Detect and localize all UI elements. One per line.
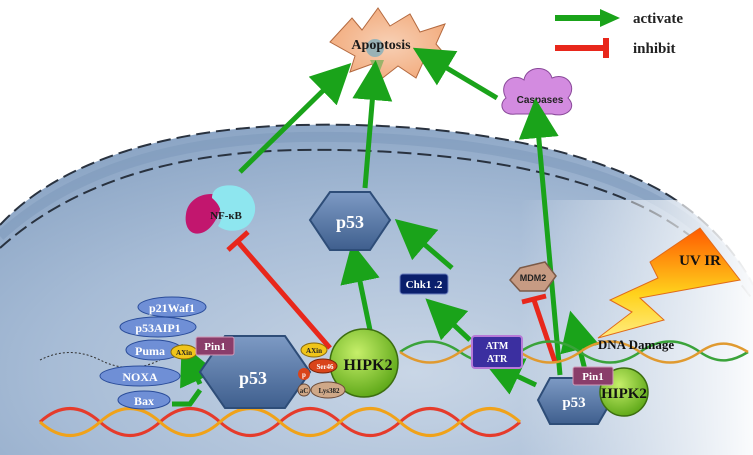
target-genes: p21Waf1 p53AIP1 Puma AXin Pin1 NOXA Bax: [99, 296, 235, 410]
apoptosis-label: Apoptosis: [351, 38, 411, 53]
legend-activate-arrowhead: [600, 9, 620, 27]
arrow-nfkb-to-apoptosis: [238, 63, 352, 174]
noxa-label: NOXA: [122, 370, 158, 384]
inhibit-pin1-mdm2: [531, 299, 558, 363]
hipk2-right-label: HIPK2: [601, 386, 647, 402]
axin-center-label: AXin: [306, 347, 322, 355]
p53-center-label: p53: [239, 368, 267, 388]
bax-label: Bax: [134, 394, 154, 408]
legend-activate-label: activate: [633, 11, 683, 27]
p53-top: p53: [308, 191, 392, 251]
legend-inhibit-label: inhibit: [633, 41, 676, 57]
pin1-left-label: Pin1: [204, 341, 225, 353]
pin1-right-label: Pin1: [582, 371, 603, 383]
axin-left-label: AXin: [176, 349, 192, 357]
p53aip1-label: p53AIP1: [135, 321, 180, 335]
arrow-p53-to-apoptosis: [352, 60, 393, 189]
p21waf1-label: p21Waf1: [149, 301, 195, 315]
nfkb: NF-κB: [185, 185, 256, 234]
caspases-label: Caspases: [517, 95, 564, 106]
arrow-dna-to-p53: [560, 310, 600, 371]
legend: activate inhibit: [555, 9, 683, 58]
inhibit-pin1-mdm2-bar: [521, 293, 547, 305]
arrow-caspases-to-apoptosis: [412, 47, 499, 101]
activation-arrows: [172, 47, 600, 407]
arrow-chk2-to-p53: [394, 218, 454, 270]
p-label: p: [302, 371, 306, 379]
arrow-p53-to-atm: [481, 358, 538, 395]
caspases: Caspases: [501, 68, 573, 116]
arrow-p53-to-caspases: [518, 98, 563, 376]
lys382-label: Lys382: [318, 387, 340, 395]
apoptosis-cell: Apoptosis: [329, 7, 450, 81]
uv-ir-bolt: UV IR: [597, 227, 741, 339]
puma-label: Puma: [135, 344, 165, 358]
chk2: Chk1 .2: [399, 273, 449, 295]
atm-label: ATM: [486, 341, 509, 352]
arrow-p53-to-bax: [172, 388, 203, 407]
mdm2-label: MDM2: [520, 273, 547, 283]
p53-right-label: p53: [562, 395, 585, 411]
arrow-p53-to-targets: [180, 343, 217, 389]
p53-top-label: p53: [336, 212, 364, 232]
mdm2: MDM2: [509, 261, 557, 292]
atr-label: ATR: [487, 354, 508, 365]
inhibition-arrows: [226, 230, 558, 363]
right-complex: p53 HIPK2 Pin1: [536, 366, 649, 425]
inhibit-hipk2-nfkb: [236, 240, 332, 350]
ac-label: aC: [300, 387, 309, 395]
hipk2-center-label: HIPK2: [344, 357, 393, 374]
inhibit-hipk2-nfkb-bar: [226, 230, 250, 252]
chk2-label: Chk1 .2: [406, 279, 443, 291]
atm-atr: ATM ATR: [471, 335, 523, 369]
ser46-label: Ser46: [316, 363, 334, 371]
arrow-atm-to-dna: [425, 298, 472, 342]
dna-damage-label: DNA Damage: [598, 337, 674, 352]
nfkb-label: NF-κB: [210, 210, 242, 222]
uv-ir-label: UV IR: [679, 253, 721, 269]
arrow-hipk2-to-p53: [340, 242, 380, 331]
